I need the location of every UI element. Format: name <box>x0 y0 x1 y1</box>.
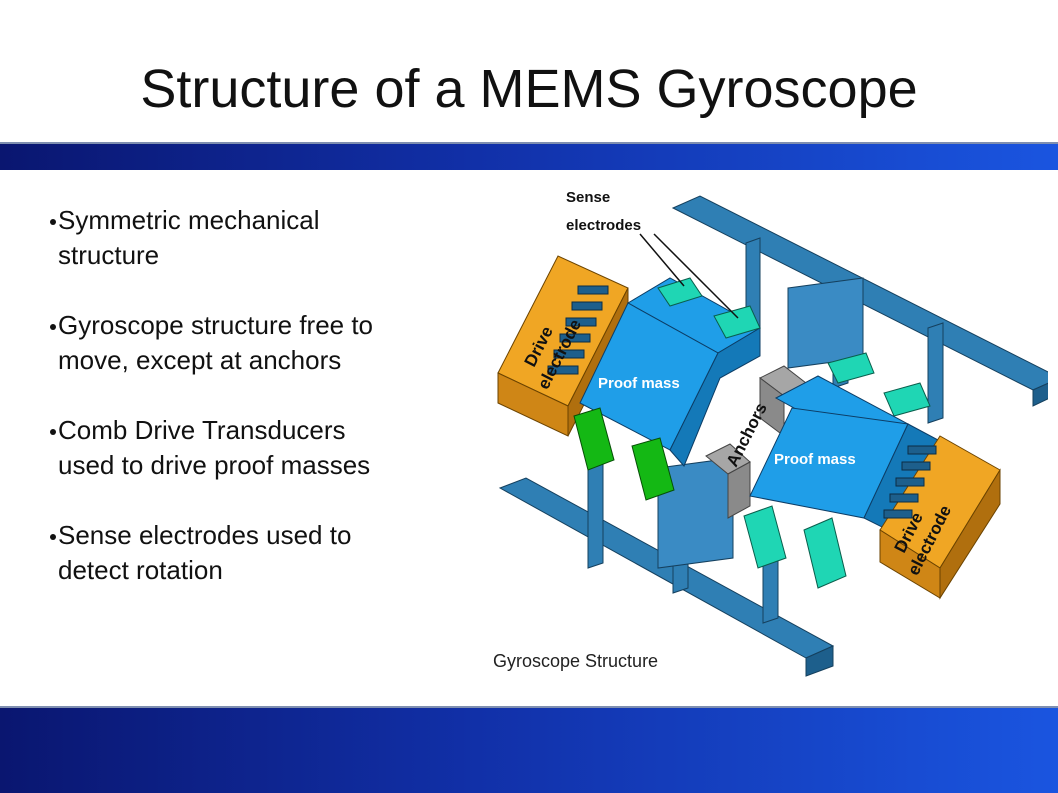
proof-mass-left-side <box>669 327 761 467</box>
bullet-item: Sense electrodes used to detect rotation <box>50 518 403 588</box>
leader-line <box>639 233 685 287</box>
frame-beam <box>587 461 604 569</box>
electrode-green <box>631 437 675 501</box>
gyroscope-diagram: Sense electrodes Drive electrode Proof m… <box>497 189 1048 677</box>
electrode-green <box>573 407 615 471</box>
diagram-caption: Gyroscope Structure <box>493 651 659 671</box>
bullet-text: Comb Drive Transducers used to drive pro… <box>58 415 371 480</box>
sense-electrode <box>713 305 761 339</box>
frame-rail-top-side <box>1032 382 1048 407</box>
frame-beam <box>927 322 944 424</box>
sense-label-line2: electrodes <box>566 217 641 234</box>
spring-column <box>657 457 734 569</box>
bullet-list: Symmetric mechanical structure Gyroscope… <box>50 203 403 623</box>
proof-mass-left-label: Proof mass <box>598 375 680 392</box>
bullet-item: Comb Drive Transducers used to drive pro… <box>50 413 403 483</box>
anchor-bottom-side <box>727 461 751 519</box>
bullet-dot <box>50 324 56 330</box>
spring-column <box>787 277 864 369</box>
bullet-dot <box>50 219 56 225</box>
sense-label-line1: Sense <box>566 189 610 206</box>
bullet-text: Symmetric mechanical structure <box>58 205 320 270</box>
drive-electrode-right-side <box>939 468 1001 600</box>
proof-mass-right-label: Proof mass <box>774 451 856 468</box>
bullet-dot <box>50 534 56 540</box>
sense-electrode <box>883 382 931 417</box>
comb-fingers-left <box>547 285 609 375</box>
bottom-band <box>0 706 1058 793</box>
electrode-teal <box>803 517 847 589</box>
bullet-text: Gyroscope structure free to move, except… <box>58 310 374 375</box>
electrode-teal <box>743 505 787 569</box>
leader-line <box>653 233 739 319</box>
bullet-item: Gyroscope structure free to move, except… <box>50 308 403 378</box>
sense-electrode <box>827 352 875 384</box>
frame-rail-bottom-side <box>805 645 834 677</box>
top-band <box>0 142 1058 170</box>
bullet-dot <box>50 429 56 435</box>
comb-fingers-right <box>883 445 937 519</box>
bullet-item: Symmetric mechanical structure <box>50 203 403 273</box>
bullet-text: Sense electrodes used to detect rotation <box>58 520 352 585</box>
slide-title: Structure of a MEMS Gyroscope <box>140 59 918 119</box>
